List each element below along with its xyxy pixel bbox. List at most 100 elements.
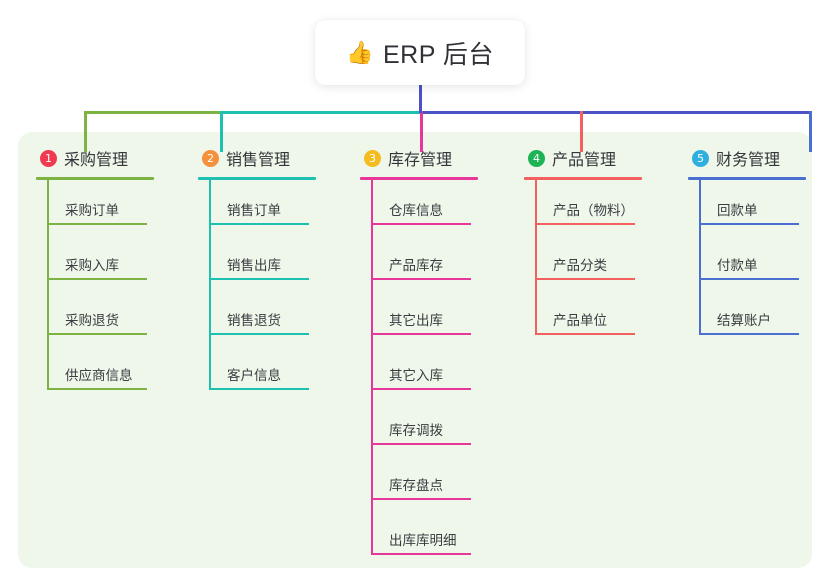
- branch-item-list: 采购订单采购入库采购退货供应商信息: [47, 180, 184, 400]
- branch-item-label: 采购退货: [65, 313, 119, 328]
- branch-column-1: 1 采购管理采购订单采购入库采购退货供应商信息: [36, 146, 184, 400]
- branch-title: 库存管理: [388, 152, 453, 169]
- branch-item-rule: [699, 333, 799, 335]
- branch-spine: [371, 180, 373, 555]
- connector-drop-4: [580, 111, 583, 152]
- branch-item-label: 其它出库: [389, 313, 443, 328]
- branch-item-rule: [371, 223, 471, 225]
- branch-header-3[interactable]: 3 库存管理: [360, 146, 508, 170]
- branch-item-label: 产品分类: [553, 258, 607, 273]
- branch-item-rule: [47, 223, 147, 225]
- branch-item[interactable]: 回款单: [699, 180, 836, 235]
- branch-item-rule: [371, 278, 471, 280]
- branch-item-label: 结算账户: [717, 313, 771, 328]
- branch-item[interactable]: 产品库存: [371, 235, 508, 290]
- branch-item-label: 仓库信息: [389, 203, 443, 218]
- branch-item-rule: [371, 553, 471, 555]
- branch-spine: [209, 180, 211, 390]
- branch-header-1[interactable]: 1 采购管理: [36, 146, 184, 170]
- connector-bus-segment-middle: [220, 111, 420, 114]
- branch-item[interactable]: 销售退货: [209, 290, 346, 345]
- branch-item[interactable]: 产品（物料）: [535, 180, 672, 235]
- branch-item-label: 回款单: [717, 203, 758, 218]
- branch-item-rule: [371, 498, 471, 500]
- branch-item-rule: [47, 333, 147, 335]
- branch-item[interactable]: 采购入库: [47, 235, 184, 290]
- branch-item[interactable]: 仓库信息: [371, 180, 508, 235]
- branch-spine: [699, 180, 701, 335]
- branch-item[interactable]: 销售出库: [209, 235, 346, 290]
- branch-number-badge: 1: [40, 149, 57, 167]
- branch-item-rule: [535, 333, 635, 335]
- branch-title: 销售管理: [226, 152, 291, 169]
- branch-header-rule: [688, 177, 806, 180]
- branch-item-label: 客户信息: [227, 368, 281, 383]
- branch-spine: [47, 180, 49, 390]
- connector-bus-segment-right: [420, 111, 812, 114]
- branch-item-label: 产品库存: [389, 258, 443, 273]
- connector-drop-2: [220, 111, 223, 152]
- branch-item-label: 销售订单: [227, 203, 281, 218]
- branch-item-rule: [47, 278, 147, 280]
- branch-item[interactable]: 产品分类: [535, 235, 672, 290]
- branch-item-label: 采购订单: [65, 203, 119, 218]
- branch-item-label: 其它入库: [389, 368, 443, 383]
- branch-item[interactable]: 供应商信息: [47, 345, 184, 400]
- branch-item-rule: [209, 278, 309, 280]
- branch-spine: [535, 180, 537, 335]
- branch-item-label: 库存盘点: [389, 478, 443, 493]
- branch-item[interactable]: 库存调拨: [371, 400, 508, 455]
- branch-item-rule: [47, 388, 147, 390]
- branch-item[interactable]: 销售订单: [209, 180, 346, 235]
- root-node-card[interactable]: 👍 ERP 后台: [315, 20, 525, 85]
- branch-number-badge: 4: [528, 149, 545, 167]
- connector-drop-3: [420, 111, 423, 152]
- branch-item-label: 库存调拨: [389, 423, 443, 438]
- branch-item-rule: [209, 223, 309, 225]
- branch-title: 产品管理: [552, 152, 617, 169]
- branch-item-label: 销售出库: [227, 258, 281, 273]
- connector-drop-5: [809, 111, 812, 152]
- branch-column-4: 4 产品管理产品（物料） 产品分类产品单位: [524, 146, 672, 345]
- diagram-background-panel: [18, 132, 812, 568]
- branch-number-badge: 3: [364, 149, 381, 167]
- branch-item-label: 出库库明细: [389, 533, 457, 548]
- branch-item-rule: [535, 223, 635, 225]
- branch-item-rule: [371, 443, 471, 445]
- branch-item-label: 产品（物料）: [553, 203, 634, 218]
- branch-item[interactable]: 产品单位: [535, 290, 672, 345]
- branch-item[interactable]: 采购订单: [47, 180, 184, 235]
- branch-item[interactable]: 客户信息: [209, 345, 346, 400]
- connector-trunk: [419, 85, 422, 113]
- branch-item[interactable]: 付款单: [699, 235, 836, 290]
- branch-item[interactable]: 采购退货: [47, 290, 184, 345]
- branch-title: 采购管理: [64, 152, 129, 169]
- root-node-title-wrap: 👍 ERP 后台: [346, 35, 494, 71]
- branch-item-rule: [699, 223, 799, 225]
- branch-item[interactable]: 库存盘点: [371, 455, 508, 510]
- branch-item-label: 采购入库: [65, 258, 119, 273]
- branch-item[interactable]: 出库库明细: [371, 510, 508, 565]
- root-node-title: ERP 后台: [383, 40, 494, 69]
- branch-column-3: 3 库存管理仓库信息产品库存其它出库其它入库库存调拨库存盘点出库库明细: [360, 146, 508, 565]
- branch-item-list: 回款单付款单结算账户: [699, 180, 836, 345]
- branch-item-list: 销售订单销售出库销售退货客户信息: [209, 180, 346, 400]
- branch-item-label: 销售退货: [227, 313, 281, 328]
- branch-header-rule: [360, 177, 478, 180]
- branch-item-list: 产品（物料） 产品分类产品单位: [535, 180, 672, 345]
- branch-item-label: 产品单位: [553, 313, 607, 328]
- branch-item[interactable]: 结算账户: [699, 290, 836, 345]
- branch-header-rule: [524, 177, 642, 180]
- branch-item[interactable]: 其它出库: [371, 290, 508, 345]
- branch-item-label: 供应商信息: [65, 368, 133, 383]
- branch-item-rule: [209, 333, 309, 335]
- branch-item-label: 付款单: [717, 258, 758, 273]
- branch-header-4[interactable]: 4 产品管理: [524, 146, 672, 170]
- branch-item[interactable]: 其它入库: [371, 345, 508, 400]
- thumbs-up-icon: 👍: [346, 39, 374, 65]
- branch-item-rule: [209, 388, 309, 390]
- connector-drop-1: [84, 111, 87, 152]
